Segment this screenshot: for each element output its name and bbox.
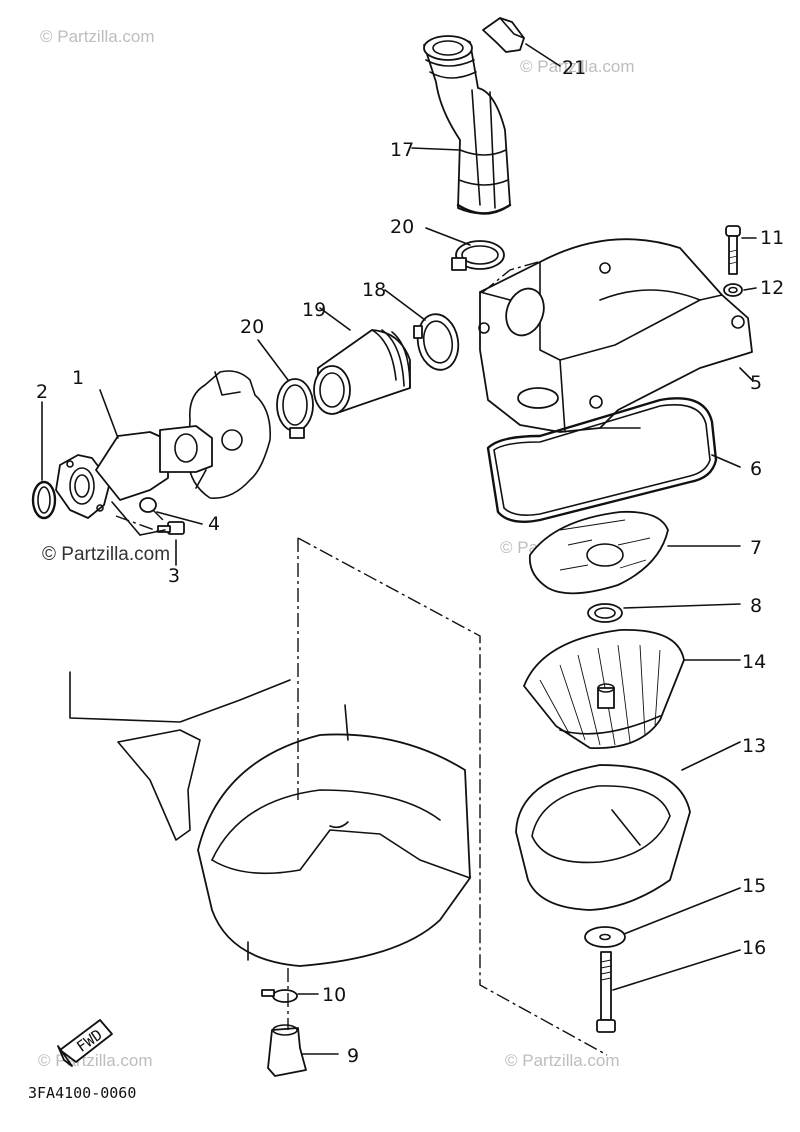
part-9-drain (267, 1024, 339, 1077)
part-8-ring (587, 603, 741, 623)
part-7-element (528, 510, 741, 595)
watermark-text: © Partzilla.com (40, 27, 155, 46)
part-18-clamp (384, 289, 460, 371)
callout-11: 11 (760, 227, 784, 249)
carburetor-reference (187, 370, 272, 499)
callout-7: 7 (750, 537, 762, 559)
part-17-intake-duct (411, 35, 512, 215)
callout-9: 9 (347, 1045, 359, 1067)
watermark-text: © Partzilla.com (520, 57, 635, 76)
watermark-text: © Partzilla.com (505, 1051, 620, 1070)
callout-10: 10 (322, 984, 346, 1006)
part-19-joint (313, 307, 411, 415)
part-10-plug (261, 989, 319, 1003)
part-4-nut (139, 497, 203, 525)
callout-5: 5 (750, 372, 762, 394)
frame-reference (69, 671, 471, 967)
part-21-fitting (482, 17, 561, 67)
part-20-lower-clamp (257, 339, 314, 439)
watermark-text: © Partzilla.com (38, 1051, 153, 1070)
callout-3: 3 (168, 565, 180, 587)
callout-21: 21 (562, 57, 586, 79)
part-5-air-cleaner-case (478, 238, 753, 433)
callout-1: 1 (72, 367, 84, 389)
part-16-bolt (596, 949, 741, 1033)
callout-13: 13 (742, 735, 766, 757)
part-3-bolt (111, 501, 185, 566)
callout-14: 14 (742, 651, 766, 673)
watermark-main: © Partzilla.com (42, 544, 170, 565)
fwd-arrow: FWD (57, 1019, 113, 1067)
callout-2: 2 (36, 381, 48, 403)
callout-19: 19 (302, 299, 326, 321)
part-13-cap (515, 741, 741, 911)
callout-18: 18 (362, 279, 386, 301)
part-6-seal (486, 397, 741, 523)
part-12-washer (723, 283, 757, 297)
callout-20-lower: 20 (240, 316, 264, 338)
callout-17: 17 (390, 139, 414, 161)
callout-labels: 1 2 3 4 5 6 7 8 9 10 11 12 13 14 15 16 1… (36, 57, 784, 1067)
callout-6: 6 (750, 458, 762, 480)
assembly-lines (115, 261, 608, 1056)
callout-16: 16 (742, 937, 766, 959)
drawing-code: 3FA4100-0060 (28, 1084, 136, 1102)
callout-4: 4 (208, 513, 220, 535)
callout-8: 8 (750, 595, 762, 617)
callout-20-upper: 20 (390, 216, 414, 238)
callout-12: 12 (760, 277, 784, 299)
part-20-upper-clamp (425, 227, 505, 271)
part-14-element-cage (523, 629, 741, 749)
part-1-manifold (55, 389, 213, 519)
part-15-washer (584, 887, 741, 948)
part-2-o-ring (31, 401, 57, 520)
callout-15: 15 (742, 875, 766, 897)
part-11-bolt (725, 225, 757, 275)
